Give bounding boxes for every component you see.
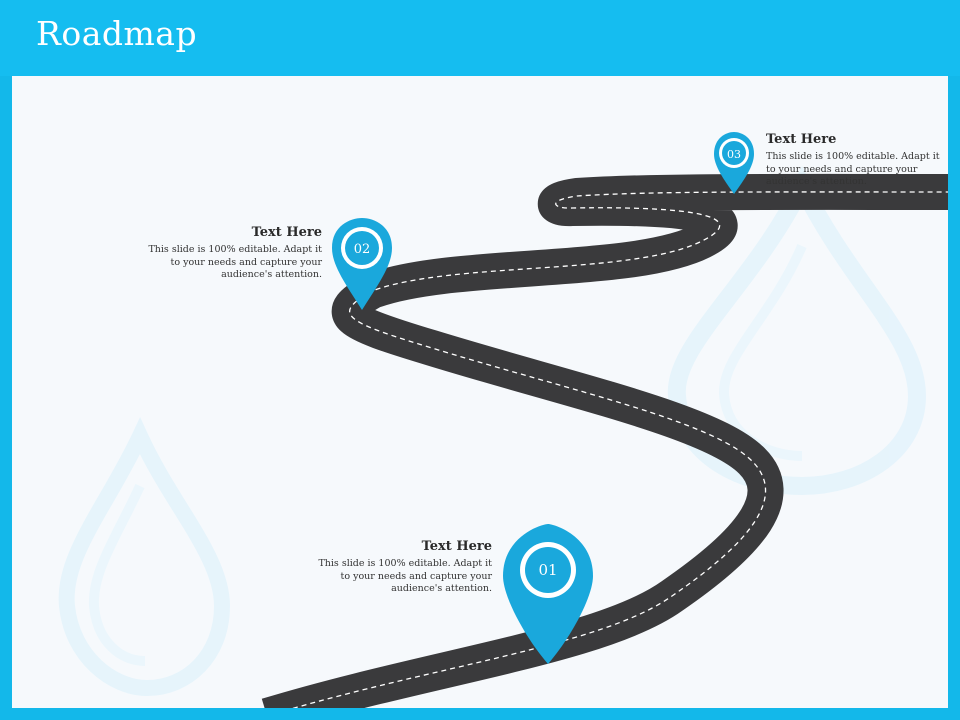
- pin-number-01: 01: [538, 561, 557, 579]
- pin-number-02: 02: [354, 242, 371, 257]
- roadmap-scene: 01 02 03: [58, 132, 948, 708]
- milestone-heading-02: Text Here: [251, 225, 322, 240]
- pin-number-03: 03: [727, 148, 741, 161]
- milestone-body-02: This slide is 100% editable. Adapt it to…: [148, 244, 322, 280]
- milestone-callout-03: Text Here This slide is 100% editable. A…: [766, 132, 946, 189]
- milestone-pin-03[interactable]: 03: [714, 132, 754, 194]
- slide-header: Roadmap: [0, 0, 960, 76]
- milestone-pin-02[interactable]: 02: [332, 218, 392, 310]
- milestone-body-01: This slide is 100% editable. Adapt it to…: [318, 558, 492, 594]
- slide-title: Roadmap: [36, 14, 198, 53]
- milestone-heading-03: Text Here: [766, 132, 837, 147]
- milestone-callout-01: Text Here This slide is 100% editable. A…: [312, 539, 492, 596]
- water-drop-icon: [667, 165, 927, 496]
- milestone-pin-01[interactable]: 01: [503, 524, 593, 664]
- milestone-callout-02: Text Here This slide is 100% editable. A…: [142, 225, 322, 282]
- milestone-body-03: This slide is 100% editable. Adapt it to…: [766, 151, 940, 187]
- water-drop-icon: [58, 417, 231, 697]
- milestone-heading-01: Text Here: [421, 539, 492, 554]
- content-panel: 01 02 03 Text Here This slide is 100% ed…: [12, 76, 948, 708]
